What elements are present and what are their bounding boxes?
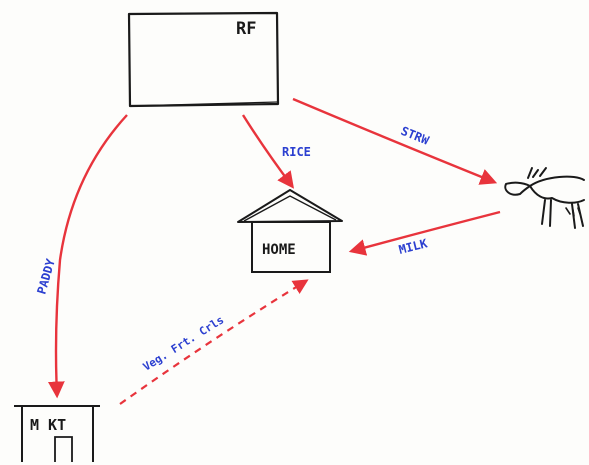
- veg-arrow: [119, 279, 309, 405]
- cow-icon: [504, 167, 585, 229]
- veg-flow-label: Veg. Frt. Crls: [141, 313, 227, 373]
- paddy-arrow: [47, 114, 128, 399]
- home-node: HOME: [237, 189, 343, 273]
- market-label: M KT: [30, 416, 66, 434]
- market-node: M KT: [14, 405, 100, 462]
- milk-flow-label: MILK: [397, 236, 429, 257]
- milk-arrow: [348, 210, 501, 256]
- rice-arrow: [241, 114, 295, 189]
- straw-arrow: [292, 97, 498, 185]
- rice-flow-label: RICE: [282, 145, 311, 159]
- paddy-flow-label: PADDY: [34, 256, 58, 295]
- rice-field-node: RF: [127, 11, 280, 108]
- home-label: HOME: [262, 242, 296, 258]
- rice-field-label: RF: [236, 19, 256, 39]
